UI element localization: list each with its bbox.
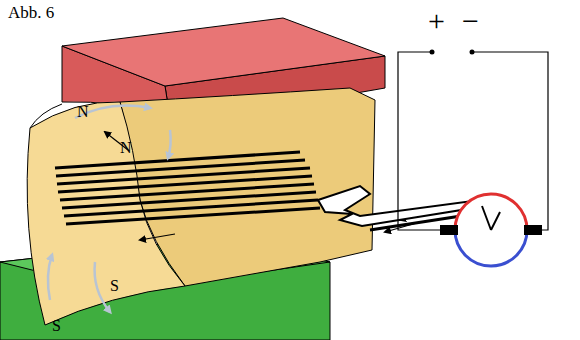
current-arrows (105, 132, 440, 240)
circuit-wires (398, 52, 548, 230)
pole-label: S (52, 318, 61, 334)
terminal (430, 50, 435, 55)
commutator (440, 194, 542, 266)
figure-number: Abb. 6 (8, 4, 54, 21)
polarity-sign: − (462, 6, 479, 36)
pole-label: S (110, 278, 119, 294)
terminal (470, 50, 475, 55)
rotation-arrows (48, 106, 171, 312)
pole-label: N (77, 104, 89, 120)
pole-label: N (120, 140, 132, 156)
polarity-sign: + (428, 6, 445, 36)
coil-windings (55, 152, 320, 224)
